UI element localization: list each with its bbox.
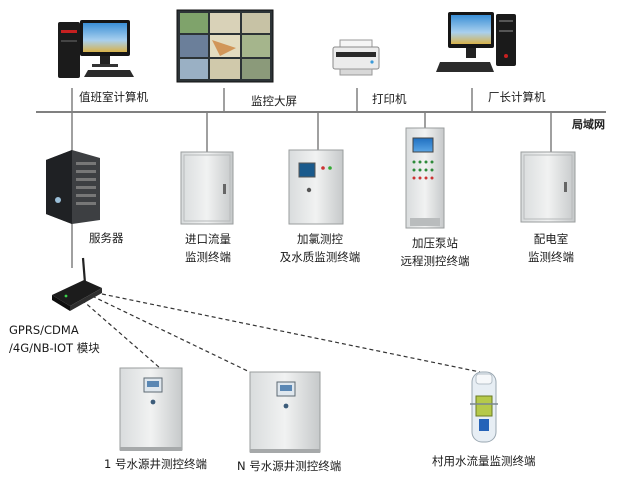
power-room-cabinet-icon [520,151,576,223]
modem-label: GPRS/CDMA /4G/NB-IOT 模块 [9,321,100,357]
well-1-cabinet-icon [119,367,183,451]
booster-label-line-1: 加压泵站 [412,236,458,250]
director-pc-desktop-icon [436,12,516,72]
booster-label: 加压泵站 远程测控终端 [401,234,470,270]
printer-label: 打印机 [372,92,407,106]
wireless-link-village-flow [101,293,481,373]
well-n-cabinet-icon [249,371,321,453]
booster-label-line-2: 远程测控终端 [400,254,470,268]
printer-icon [332,39,380,76]
duty-pc-label: 值班室计算机 [79,90,148,104]
chlorine-label-line-2: 及水质监测终端 [279,250,361,264]
duty-pc-desktop-icon [58,20,134,78]
screen-label: 监控大屏 [251,94,297,108]
modem-label-line-2: /4G/NB-IOT 模块 [9,341,100,355]
inlet-flow-cabinet-icon [180,151,234,225]
inlet-flow-label-line-1: 进口流量 [185,232,231,246]
well-n-label: N 号水源井测控终端 [237,459,342,473]
chlorine-label-line-1: 加氯测控 [297,232,343,246]
village-flow-label: 村用水流量监测终端 [432,454,536,468]
server-icon [46,150,100,224]
inlet-flow-label: 进口流量 监测终端 [185,230,231,266]
village-flow-meter-tube-icon [470,371,498,443]
server-label: 服务器 [89,231,124,245]
power-room-label: 配电室 监测终端 [528,230,574,266]
lan-label: 局域网 [572,118,605,131]
wireless-link-well-n [91,295,259,377]
wireless-modem-icon [52,257,102,311]
well-1-label: 1 号水源井测控终端 [104,457,207,471]
chlorine-label: 加氯测控 及水质监测终端 [280,230,361,266]
wireless-link-well-1 [81,299,161,369]
chlorine-cabinet-with-display-icon [288,149,344,225]
booster-tall-control-cabinet-icon [405,127,445,229]
inlet-flow-label-line-2: 监测终端 [185,250,231,264]
modem-label-line-1: GPRS/CDMA [9,323,79,337]
power-room-label-line-1: 配电室 [533,232,569,246]
power-room-label-line-2: 监测终端 [528,250,574,264]
director-pc-label: 厂长计算机 [488,90,546,104]
screen-video-wall-icon [176,9,274,83]
